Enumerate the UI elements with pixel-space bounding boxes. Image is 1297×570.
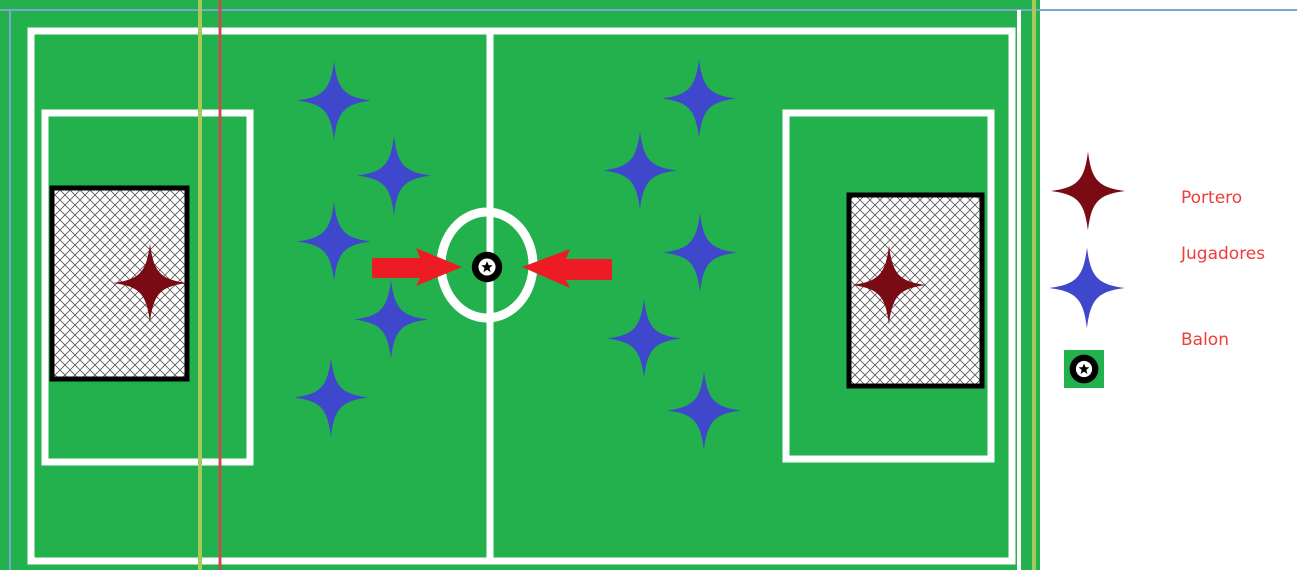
legend-label-portero: Portero (1181, 188, 1242, 208)
legend-label-balon: Balon (1181, 330, 1229, 350)
legend-player-icon (1049, 248, 1125, 329)
legend-ball-icon (1070, 355, 1099, 384)
ball-icon (472, 252, 502, 282)
right-goal-net (849, 195, 982, 386)
legend-label-jugadores: Jugadores (1181, 244, 1265, 264)
legend-goalkeeper-icon (1051, 151, 1125, 230)
